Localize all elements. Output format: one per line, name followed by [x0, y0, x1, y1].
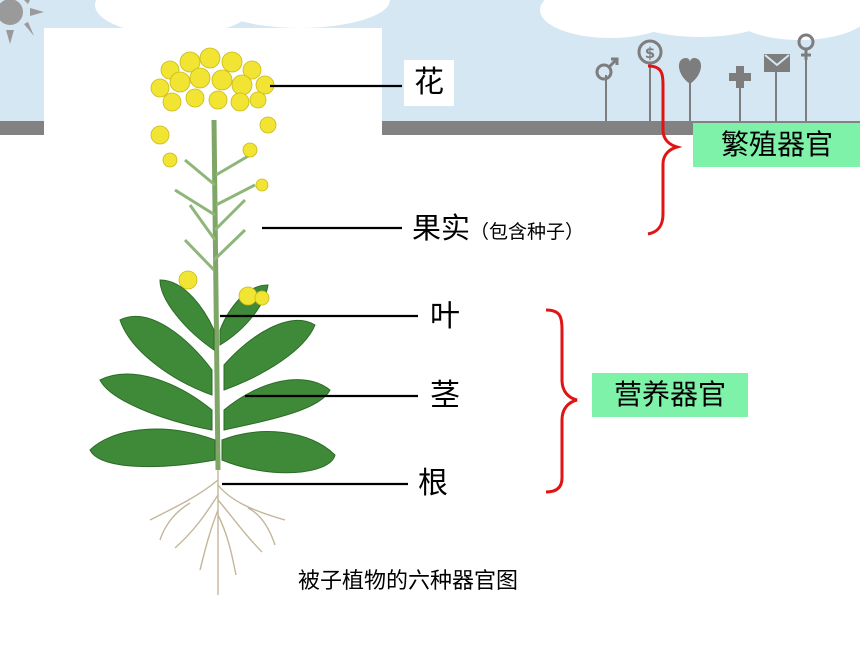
- label-leaf: 叶: [430, 299, 460, 334]
- label-fruit-note: （包含种子）: [470, 221, 585, 243]
- clouds: [95, 0, 860, 40]
- reproductive-organs-label: 繁殖器官: [693, 123, 860, 167]
- label-flower: 花: [404, 60, 454, 106]
- female-icon: [797, 33, 815, 60]
- plus-icon: [729, 66, 751, 88]
- plant-leaves: [89, 279, 336, 474]
- label-fruit-group: 果实（包含种子）: [412, 208, 584, 248]
- mail-icon: [764, 54, 790, 72]
- plant-roots: [149, 470, 286, 595]
- vegetative-brace: [545, 308, 578, 494]
- reproductive-brace: [647, 64, 683, 236]
- diagram-caption: 被子植物的六种器官图: [298, 569, 519, 594]
- male-icon: [595, 57, 619, 81]
- label-stem: 茎: [430, 378, 460, 413]
- sun-icon: [0, 0, 44, 44]
- plant-flowers: [150, 47, 277, 306]
- vegetative-organs-label: 营养器官: [592, 373, 748, 417]
- heart-icon: [678, 58, 702, 84]
- dollar-icon: $: [637, 39, 663, 65]
- plant-stem: [211, 119, 221, 471]
- label-fruit: 果实: [412, 211, 471, 245]
- plant-pods: [174, 153, 256, 272]
- svg-text:$: $: [645, 44, 655, 62]
- icon-poles: [605, 55, 807, 121]
- label-root: 根: [418, 466, 448, 501]
- leader-lines: [220, 84, 418, 486]
- plant-illustration: [89, 47, 336, 595]
